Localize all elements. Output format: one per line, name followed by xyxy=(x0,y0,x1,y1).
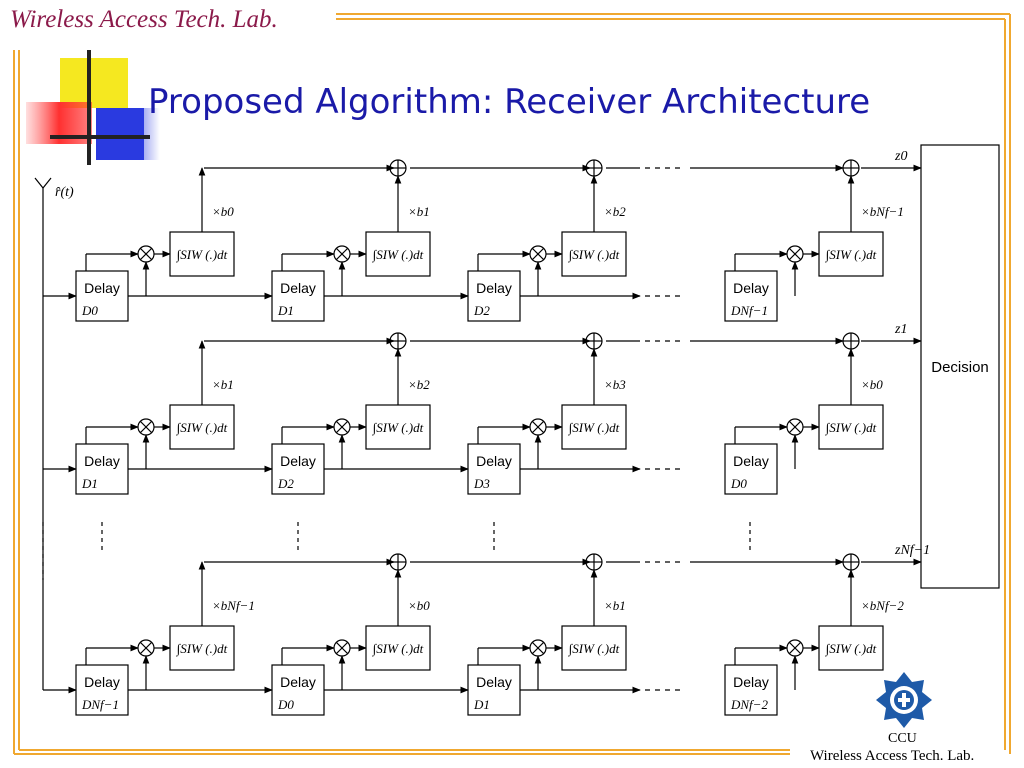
footer-lab-name: Wireless Access Tech. Lab. xyxy=(810,748,975,764)
delay-label: Delay xyxy=(476,674,512,690)
row-output-label: zNf−1 xyxy=(894,543,930,558)
delay-label: Delay xyxy=(733,674,769,690)
delay-label: Delay xyxy=(733,280,769,296)
delay-block xyxy=(724,270,778,322)
delay-label: Delay xyxy=(280,280,316,296)
footer-ccu: CCU xyxy=(888,731,917,746)
delay-label: Delay xyxy=(280,674,316,690)
ccu-emblem-icon xyxy=(876,672,932,728)
header-lab-name: Wireless Access Tech. Lab. xyxy=(10,6,278,33)
integrator-label: ∫SIW (.)dt xyxy=(825,420,877,436)
delay-value: D1 xyxy=(277,303,294,318)
delay-block xyxy=(75,443,129,495)
delay-value: DNf−2 xyxy=(730,697,768,712)
delay-value: D0 xyxy=(81,303,98,318)
corner-logo-blocks xyxy=(26,50,160,165)
integrator-label: ∫SIW (.)dt xyxy=(825,247,877,263)
delay-label: Delay xyxy=(476,280,512,296)
integrator-block xyxy=(365,231,431,277)
delay-value: D2 xyxy=(277,476,294,491)
delay-block xyxy=(467,270,521,322)
delay-block xyxy=(75,664,129,716)
integrator-label: ∫SIW (.)dt xyxy=(568,247,620,263)
delay-value: D3 xyxy=(473,476,490,491)
delay-value: D1 xyxy=(81,476,98,491)
weight-label: ×b1 xyxy=(604,598,626,613)
weight-label: ×b2 xyxy=(604,204,626,219)
row-output-label: z0 xyxy=(894,149,907,164)
delay-block xyxy=(75,270,129,322)
delay-value: D2 xyxy=(473,303,490,318)
weight-label: ×b3 xyxy=(604,377,626,392)
weight-label: ×bNf−2 xyxy=(861,598,904,613)
integrator-label: ∫SIW (.)dt xyxy=(372,641,424,657)
antenna-icon xyxy=(34,177,52,690)
integrator-label: ∫SIW (.)dt xyxy=(176,247,228,263)
delay-label: Delay xyxy=(84,453,120,469)
integrator-label: ∫SIW (.)dt xyxy=(176,641,228,657)
weight-label: ×b0 xyxy=(212,204,234,219)
integrator-label: ∫SIW (.)dt xyxy=(825,641,877,657)
delay-block xyxy=(724,664,778,716)
weight-label: ×b0 xyxy=(408,598,430,613)
integrator-label: ∫SIW (.)dt xyxy=(568,641,620,657)
integrator-block xyxy=(169,404,235,450)
delay-label: Delay xyxy=(280,453,316,469)
integrator-block xyxy=(365,404,431,450)
delay-value: DNf−1 xyxy=(81,697,119,712)
integrator-label: ∫SIW (.)dt xyxy=(372,420,424,436)
integrator-block xyxy=(169,625,235,671)
delay-label: Delay xyxy=(84,280,120,296)
weight-label: ×b2 xyxy=(408,377,430,392)
delay-value: D1 xyxy=(473,697,490,712)
delay-value: D0 xyxy=(277,697,294,712)
integrator-label: ∫SIW (.)dt xyxy=(372,247,424,263)
row-output-label: z1 xyxy=(894,322,907,337)
weight-label: ×b1 xyxy=(408,204,430,219)
delay-block xyxy=(467,664,521,716)
weight-label: ×bNf−1 xyxy=(212,598,255,613)
integrator-block xyxy=(818,404,884,450)
delay-block xyxy=(724,443,778,495)
delay-label: Delay xyxy=(84,674,120,690)
integrator-block xyxy=(561,231,627,277)
integrator-block xyxy=(561,404,627,450)
weight-label: ×bNf−1 xyxy=(861,204,904,219)
integrator-label: ∫SIW (.)dt xyxy=(568,420,620,436)
decision-block xyxy=(920,144,1000,589)
delay-label: Delay xyxy=(476,453,512,469)
weight-label: ×b0 xyxy=(861,377,883,392)
decision-label: Decision xyxy=(931,359,989,376)
delay-block xyxy=(271,664,325,716)
input-signal-label: r̂(t) xyxy=(55,185,74,200)
delay-label: Delay xyxy=(733,453,769,469)
integrator-label: ∫SIW (.)dt xyxy=(176,420,228,436)
integrator-block xyxy=(365,625,431,671)
delay-value: DNf−1 xyxy=(730,303,768,318)
slide-title: Proposed Algorithm: Receiver Architectur… xyxy=(148,82,871,122)
weight-label: ×b1 xyxy=(212,377,234,392)
delay-value: D0 xyxy=(730,476,747,491)
